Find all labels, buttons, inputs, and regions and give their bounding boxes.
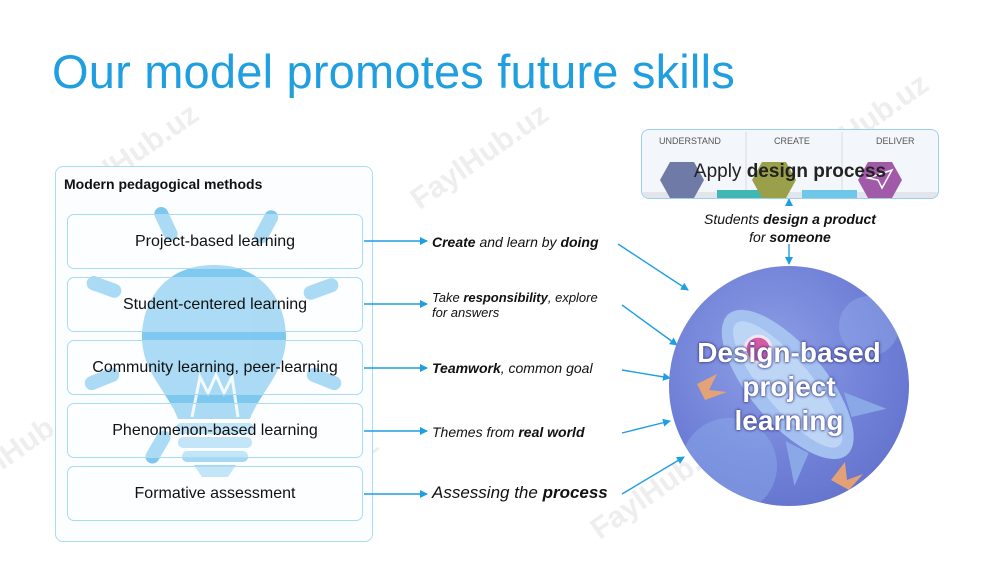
label-bold: design process <box>746 161 887 182</box>
outcome-text: and learn by <box>475 234 561 250</box>
rocket-icon <box>681 296 899 506</box>
label-text: Apply <box>693 161 747 182</box>
outcome-create: Create and learn by doing <box>432 234 599 250</box>
method-item: Community learning, peer-learning <box>67 340 363 395</box>
outcome-responsibility: Take responsibility, explore for answers <box>432 290 598 320</box>
method-label: Community learning, peer-learning <box>92 358 338 376</box>
method-item: Phenomenon-based learning <box>67 403 363 458</box>
outcome-real-world: Themes from real world <box>432 424 585 440</box>
arrow-diagonal <box>621 418 671 434</box>
arrow-diagonal <box>617 243 689 291</box>
note-bold: design a product <box>763 211 876 227</box>
outcome-bold: Teamwork <box>432 360 501 376</box>
outcome-bold: real world <box>518 424 585 440</box>
design-stage-icons <box>642 132 938 198</box>
stage-create: CREATE <box>774 136 810 146</box>
stage-deliver: DELIVER <box>876 136 915 146</box>
light-bulb-icon <box>84 207 342 477</box>
methods-panel: Modern pedagogical methods Project-based… <box>55 166 373 542</box>
design-process-label: Apply design process <box>642 161 938 183</box>
circle-label: Design-based project learning <box>669 336 909 438</box>
circle-line: learning <box>734 405 844 436</box>
circle-line: Design-based <box>697 337 881 368</box>
design-process-banner: UNDERSTAND CREATE DELIVER Apply design p… <box>641 129 939 199</box>
design-based-learning-circle: Design-based project learning <box>669 266 909 506</box>
method-item: Student-centered learning <box>67 277 363 332</box>
arrow-diagonal <box>621 456 685 495</box>
method-label: Formative assessment <box>134 484 296 502</box>
product-note: Students design a product for someone <box>640 210 940 246</box>
note-text: Students <box>704 211 764 227</box>
method-item: Project-based learning <box>67 214 363 269</box>
outcome-teamwork: Teamwork, common goal <box>432 360 593 376</box>
outcome-bold: doing <box>560 234 599 250</box>
tools-icon <box>752 162 796 198</box>
outcome-bold: Create <box>432 234 476 250</box>
method-label: Project-based learning <box>134 232 296 250</box>
method-label: Student-centered learning <box>122 295 308 313</box>
outcome-bold: process <box>542 483 608 502</box>
handshake-icon <box>660 162 704 198</box>
note-bold: someone <box>769 229 831 245</box>
arrow-diagonal <box>621 304 678 346</box>
panel-title: Modern pedagogical methods <box>64 176 263 192</box>
outcome-text: , explore <box>547 290 598 305</box>
outcome-text: for answers <box>432 305 500 320</box>
outcome-process: Assessing the process <box>432 483 608 502</box>
method-item: Formative assessment <box>67 466 363 521</box>
outcome-text: Themes from <box>432 424 519 440</box>
outcome-text: , common goal <box>500 360 593 376</box>
stage-understand: UNDERSTAND <box>659 136 721 146</box>
arrow-diagonal <box>621 369 671 381</box>
slide-title: Our model promotes future skills <box>52 45 735 98</box>
outcome-bold: responsibility <box>463 290 548 305</box>
note-text: for <box>749 229 770 245</box>
outcome-text: Assessing the <box>432 483 543 502</box>
circle-line: project <box>742 371 836 402</box>
method-label: Phenomenon-based learning <box>112 421 318 439</box>
outcome-text: Take <box>432 290 464 305</box>
